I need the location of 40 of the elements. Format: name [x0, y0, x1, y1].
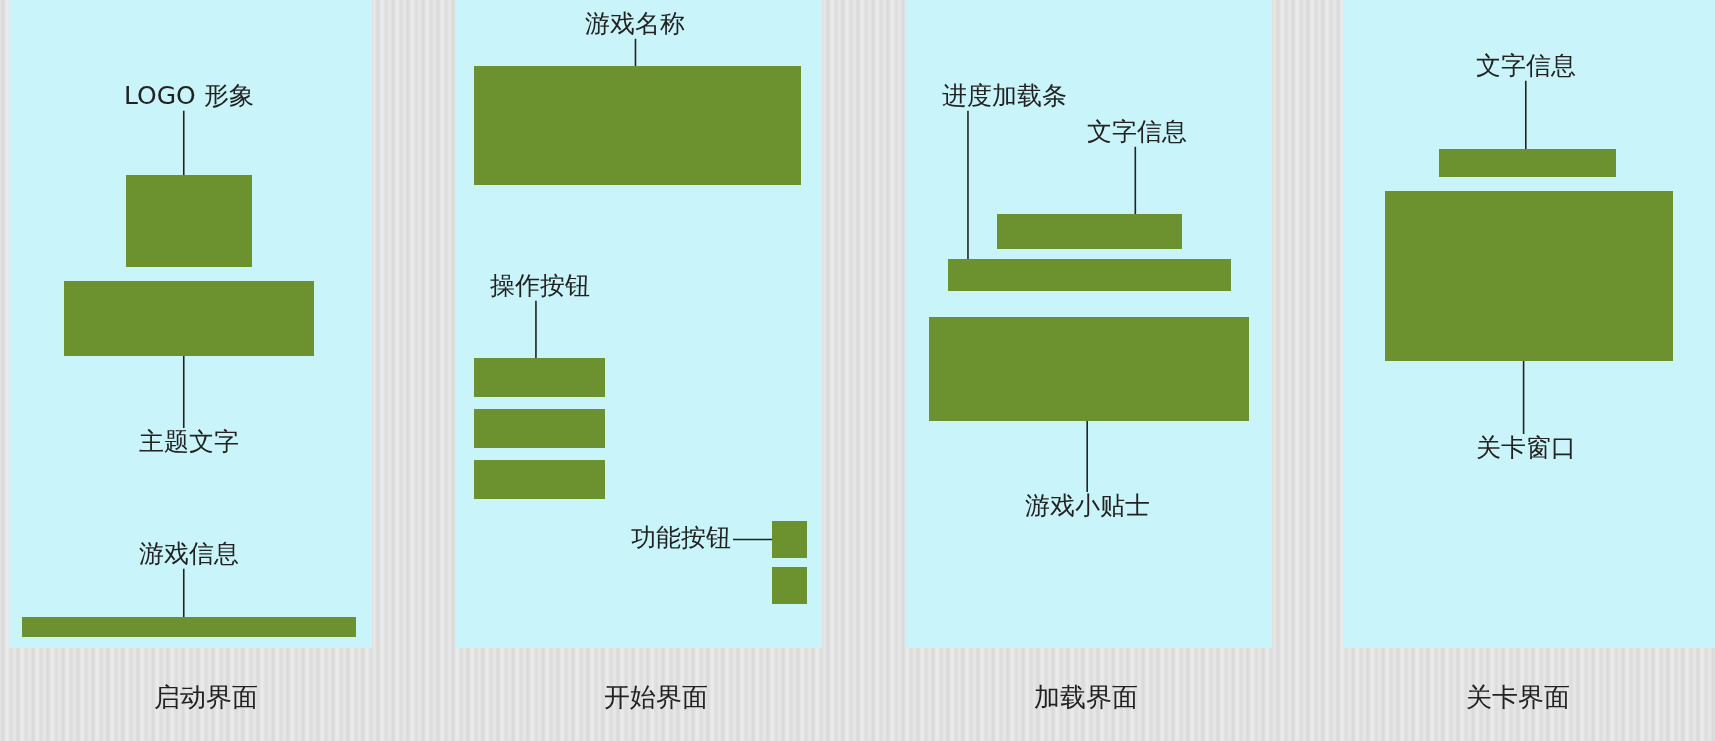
screen-title: 启动界面: [154, 681, 258, 714]
leader-line: [1134, 145, 1137, 215]
screen-title: 加载界面: [1034, 681, 1138, 714]
callout-label: 游戏名称: [585, 10, 685, 39]
leader-line: [634, 37, 637, 67]
callout-label: 游戏小贴士: [1025, 492, 1150, 521]
placeholder-block: [1439, 149, 1616, 177]
leader-line: [1522, 360, 1525, 435]
callout-label: 文字信息: [1476, 52, 1576, 81]
placeholder-block: [772, 567, 807, 604]
placeholder-block: [64, 281, 314, 356]
callout-label: 进度加载条: [942, 82, 1067, 111]
placeholder-block: [772, 521, 807, 558]
callout-label: 游戏信息: [139, 540, 239, 569]
placeholder-block: [474, 358, 605, 397]
leader-line: [535, 299, 537, 359]
leader-line: [732, 538, 773, 541]
callout-label: 关卡窗口: [1476, 434, 1576, 463]
placeholder-block: [948, 259, 1231, 291]
placeholder-block: [1385, 191, 1673, 361]
placeholder-block: [474, 460, 605, 499]
leader-line: [182, 567, 185, 618]
leader-line: [967, 109, 969, 260]
leader-line: [182, 355, 185, 429]
leader-line: [182, 109, 185, 176]
callout-label: LOGO 形象: [124, 82, 254, 111]
callout-label: 操作按钮: [490, 272, 590, 301]
placeholder-block: [997, 214, 1182, 249]
placeholder-block: [126, 175, 252, 267]
callout-label: 文字信息: [1087, 118, 1187, 147]
placeholder-block: [474, 66, 801, 185]
screen-title: 关卡界面: [1466, 681, 1570, 714]
leader-line: [1086, 420, 1088, 493]
screen-title: 开始界面: [604, 681, 708, 714]
callout-label: 功能按钮: [631, 524, 731, 553]
placeholder-block: [474, 409, 605, 448]
leader-line: [1525, 79, 1527, 150]
placeholder-block: [929, 317, 1249, 421]
placeholder-block: [22, 617, 356, 637]
callout-label: 主题文字: [139, 428, 239, 457]
